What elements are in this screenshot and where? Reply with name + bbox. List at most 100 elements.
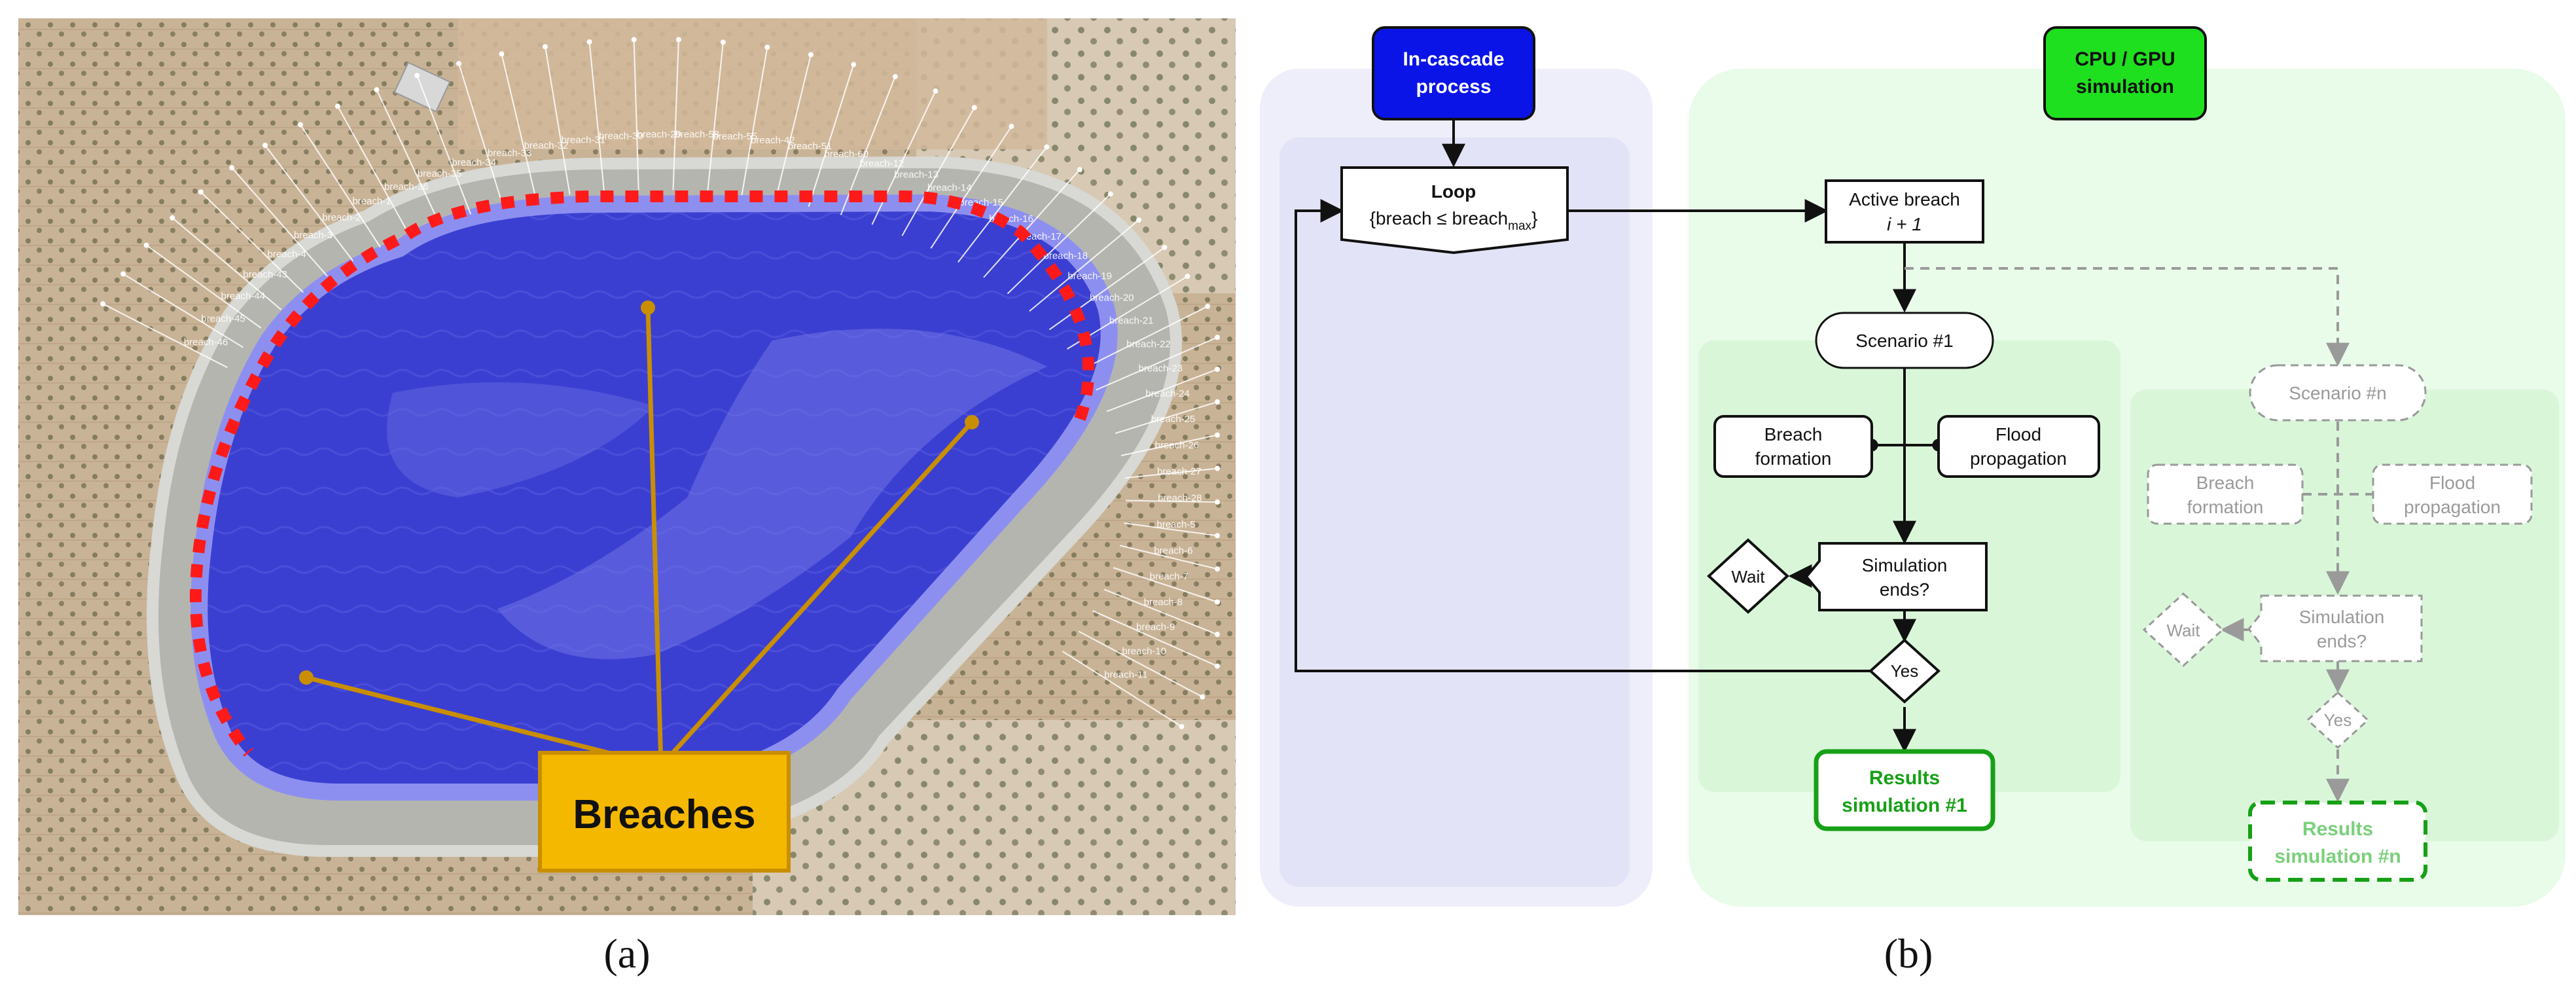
breach-label: breach-45	[201, 313, 245, 324]
simulation-ends-n-line2: ends?	[2317, 631, 2367, 651]
breach-line	[707, 42, 724, 192]
breach-label: breach-15	[959, 197, 1003, 208]
breach-formation-line2: formation	[1755, 448, 1832, 469]
breach-line-end	[1215, 432, 1220, 438]
caption-a: (a)	[603, 930, 650, 977]
breach-line	[122, 273, 244, 348]
breach-line	[1121, 434, 1218, 456]
breach-line	[774, 54, 812, 201]
breach-line-end	[262, 142, 268, 148]
breach-line-end	[198, 189, 204, 195]
gpu-header: CPU / GPU simulation	[2043, 26, 2207, 120]
breach-line-end	[933, 88, 939, 94]
breach-label: breach-6	[1154, 545, 1192, 556]
breach-label: breach-43	[243, 269, 287, 280]
breach-label: breach-8	[1144, 596, 1183, 607]
breach-line	[146, 244, 262, 329]
breach-label: breach-3	[294, 230, 332, 241]
breach-label: breach-9	[1136, 622, 1175, 633]
breach-line	[231, 167, 328, 277]
breach-label: breach-33	[488, 148, 532, 159]
breach-line-end	[1215, 566, 1220, 572]
breach-line-end	[971, 105, 977, 111]
breach-markers	[190, 190, 1095, 757]
breach-line-end	[1215, 399, 1220, 405]
breach-line	[672, 39, 679, 190]
breach-line	[102, 303, 228, 369]
breach-line	[1092, 610, 1218, 667]
active-breach-line1: Active breach	[1849, 189, 1960, 209]
breach-line-end	[374, 87, 380, 93]
breach-label: breach-35	[418, 168, 462, 179]
breach-line-end	[1185, 274, 1190, 280]
breach-line	[1124, 522, 1218, 537]
breach-line-end	[100, 301, 106, 307]
flow-connectors-faded	[1905, 267, 2373, 803]
active-breach-node: Active breach i + 1	[1825, 179, 1984, 244]
yes-n-node: Yes	[2306, 691, 2370, 750]
results-1-line1: Results	[1869, 767, 1940, 789]
simulation-ends-line2: ends?	[1880, 579, 1929, 600]
breach-line-end	[1200, 694, 1206, 700]
breach-line-end	[1215, 663, 1220, 669]
breach-line-end	[298, 122, 304, 128]
wait-n-label: Wait	[2166, 621, 2200, 640]
flood-propagation-line2: propagation	[1970, 448, 2067, 469]
breach-line	[588, 41, 605, 192]
breach-label: breach-11	[1104, 669, 1147, 680]
breach-line	[633, 39, 639, 190]
breach-label: breach-10	[1122, 646, 1166, 657]
results-n-line1: Results	[2302, 818, 2373, 840]
breach-line	[458, 63, 504, 207]
breach-line-end	[1136, 217, 1142, 223]
results-n-node: Results simulation #n	[2248, 801, 2427, 882]
breach-label: breach-2	[322, 212, 361, 223]
breach-label: breach-19	[1067, 271, 1112, 282]
breach-line	[171, 217, 282, 310]
breach-label: breach-12	[860, 158, 904, 169]
flood-propagation-line1: Flood	[1995, 424, 2041, 444]
breach-line-end	[1077, 167, 1082, 173]
field-top	[458, 18, 1047, 149]
breach-line-end	[892, 74, 898, 80]
breach-label: breach-22	[1126, 338, 1171, 350]
breach-line-end	[1215, 499, 1220, 505]
flood-propagation-n-line1: Flood	[2429, 473, 2475, 493]
breach-line	[264, 145, 354, 262]
breach-label: breach-24	[1145, 388, 1190, 399]
in-cascade-lane-inner	[1279, 137, 1630, 887]
flood-propagation-n-node: Flood propagation	[2372, 463, 2533, 525]
scenario-n-node: Scenario #n	[2249, 364, 2427, 422]
breach-formation-line1: Breach	[1764, 424, 1823, 444]
breach-line-end	[1107, 191, 1113, 197]
breach-line-end	[1179, 724, 1185, 729]
breach-line	[337, 105, 410, 236]
breach-line	[1106, 369, 1218, 412]
breach-line	[1119, 545, 1218, 570]
flow-connectors	[1295, 119, 1945, 753]
breach-line	[983, 169, 1081, 278]
breach-line	[1078, 630, 1203, 698]
results-1-line2: simulation #1	[1842, 795, 1967, 816]
breach-line	[545, 46, 571, 195]
breach-line-end	[675, 37, 681, 43]
breach-label: breach-23	[1138, 363, 1183, 374]
breach-label: breach-60	[825, 149, 869, 160]
in-cascade-title-line2: process	[1416, 76, 1491, 98]
breach-line	[1096, 336, 1218, 391]
breach-line-end	[143, 242, 149, 248]
breach-line-end	[764, 45, 770, 50]
breach-line-end	[1162, 245, 1168, 251]
breach-line	[957, 147, 1047, 263]
breach-line-end	[170, 215, 175, 221]
breach-line	[1103, 588, 1218, 636]
breach-line	[200, 191, 304, 293]
breach-line-end	[1215, 367, 1220, 372]
breach-line	[930, 126, 1012, 249]
breach-line	[1007, 193, 1111, 295]
breach-label: breach-14	[927, 183, 972, 194]
breach-line-end	[334, 103, 340, 109]
breach-line-end	[120, 271, 126, 277]
breach-label: breach-55	[713, 131, 758, 142]
